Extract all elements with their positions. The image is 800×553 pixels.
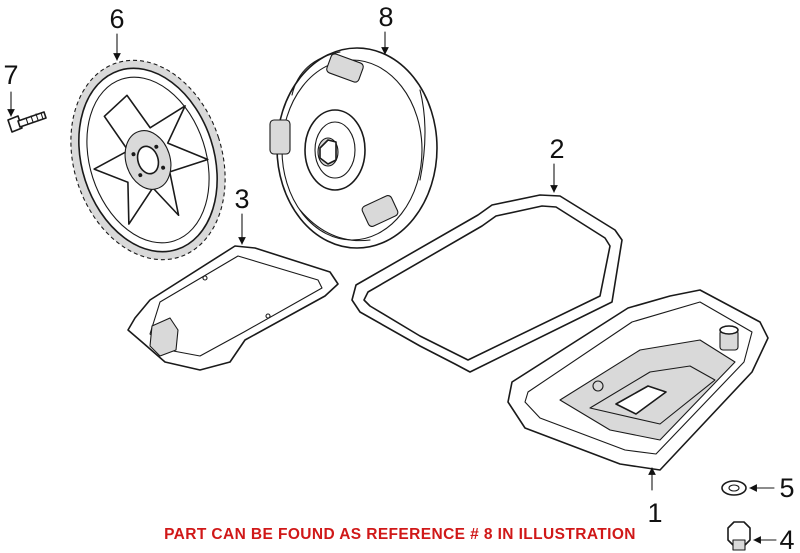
torque-converter xyxy=(269,47,438,249)
flexplate-ring-gear xyxy=(70,59,226,261)
callout-8: 8 xyxy=(378,2,393,32)
callout-arrows xyxy=(7,31,777,544)
flexplate-bolt xyxy=(7,111,47,133)
callout-5: 5 xyxy=(779,473,794,503)
drain-plug-washer xyxy=(721,480,747,496)
drain-plug xyxy=(727,521,751,551)
callout-7: 7 xyxy=(3,60,18,90)
oil-pan xyxy=(507,289,769,471)
callout-4: 4 xyxy=(779,525,794,553)
reference-notice: PART CAN BE FOUND AS REFERENCE # 8 IN IL… xyxy=(164,526,636,543)
callout-3: 3 xyxy=(234,184,249,214)
pan-gasket xyxy=(351,194,623,373)
callout-2: 2 xyxy=(549,134,564,164)
transmission-filter xyxy=(127,245,339,371)
callout-6: 6 xyxy=(109,4,124,34)
callout-1: 1 xyxy=(647,498,662,528)
